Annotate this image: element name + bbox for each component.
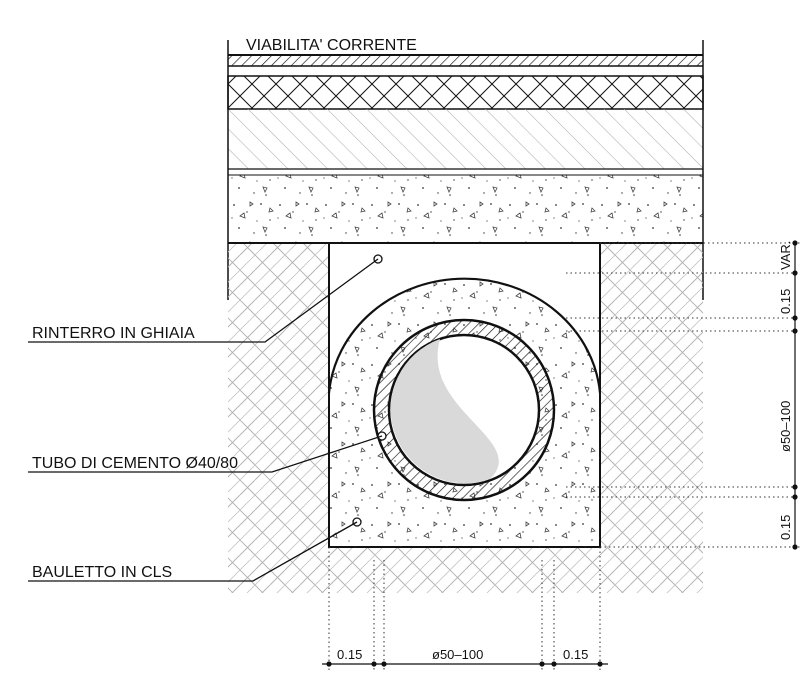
- dim-horizontal-diameter-label: ø50–100: [432, 647, 483, 662]
- right-dimension-chain: [566, 242, 800, 548]
- wearing-course-layer: [228, 55, 703, 66]
- bottom-dimension-chain: [328, 547, 601, 672]
- encasement-outline: [327, 277, 602, 394]
- dim-bottom-label: 0.15: [778, 515, 793, 540]
- concrete-pipe: [372, 318, 556, 502]
- backfill-label: RINTERRO IN GHIAIA: [32, 325, 195, 342]
- subbase-gravel-layer: [228, 175, 703, 243]
- base-course-layer: [228, 109, 703, 169]
- leader-labels: RINTERRO IN GHIAIA TUBO DI CEMENTO Ø40/8…: [28, 254, 387, 582]
- pipe-interior-shading: [390, 339, 499, 484]
- binder-course-layer: [227, 75, 704, 110]
- dim-top-cover-label: 0.15: [778, 289, 793, 314]
- dim-var-label: VAR.: [778, 241, 793, 270]
- bottom-dimension-line: [322, 661, 608, 667]
- encasement-label: BAULETTO IN CLS: [32, 564, 172, 581]
- title-text: VIABILITA' CORRENTE: [246, 37, 417, 54]
- pipe-label: TUBO DI CEMENTO Ø40/80: [32, 455, 238, 472]
- pavement-layers: [227, 40, 704, 300]
- dim-right-label: 0.15: [563, 647, 588, 662]
- dim-left-label: 0.15: [337, 647, 362, 662]
- right-dimension-line: [792, 240, 798, 550]
- dim-vertical-diameter-label: ø50–100: [778, 401, 793, 452]
